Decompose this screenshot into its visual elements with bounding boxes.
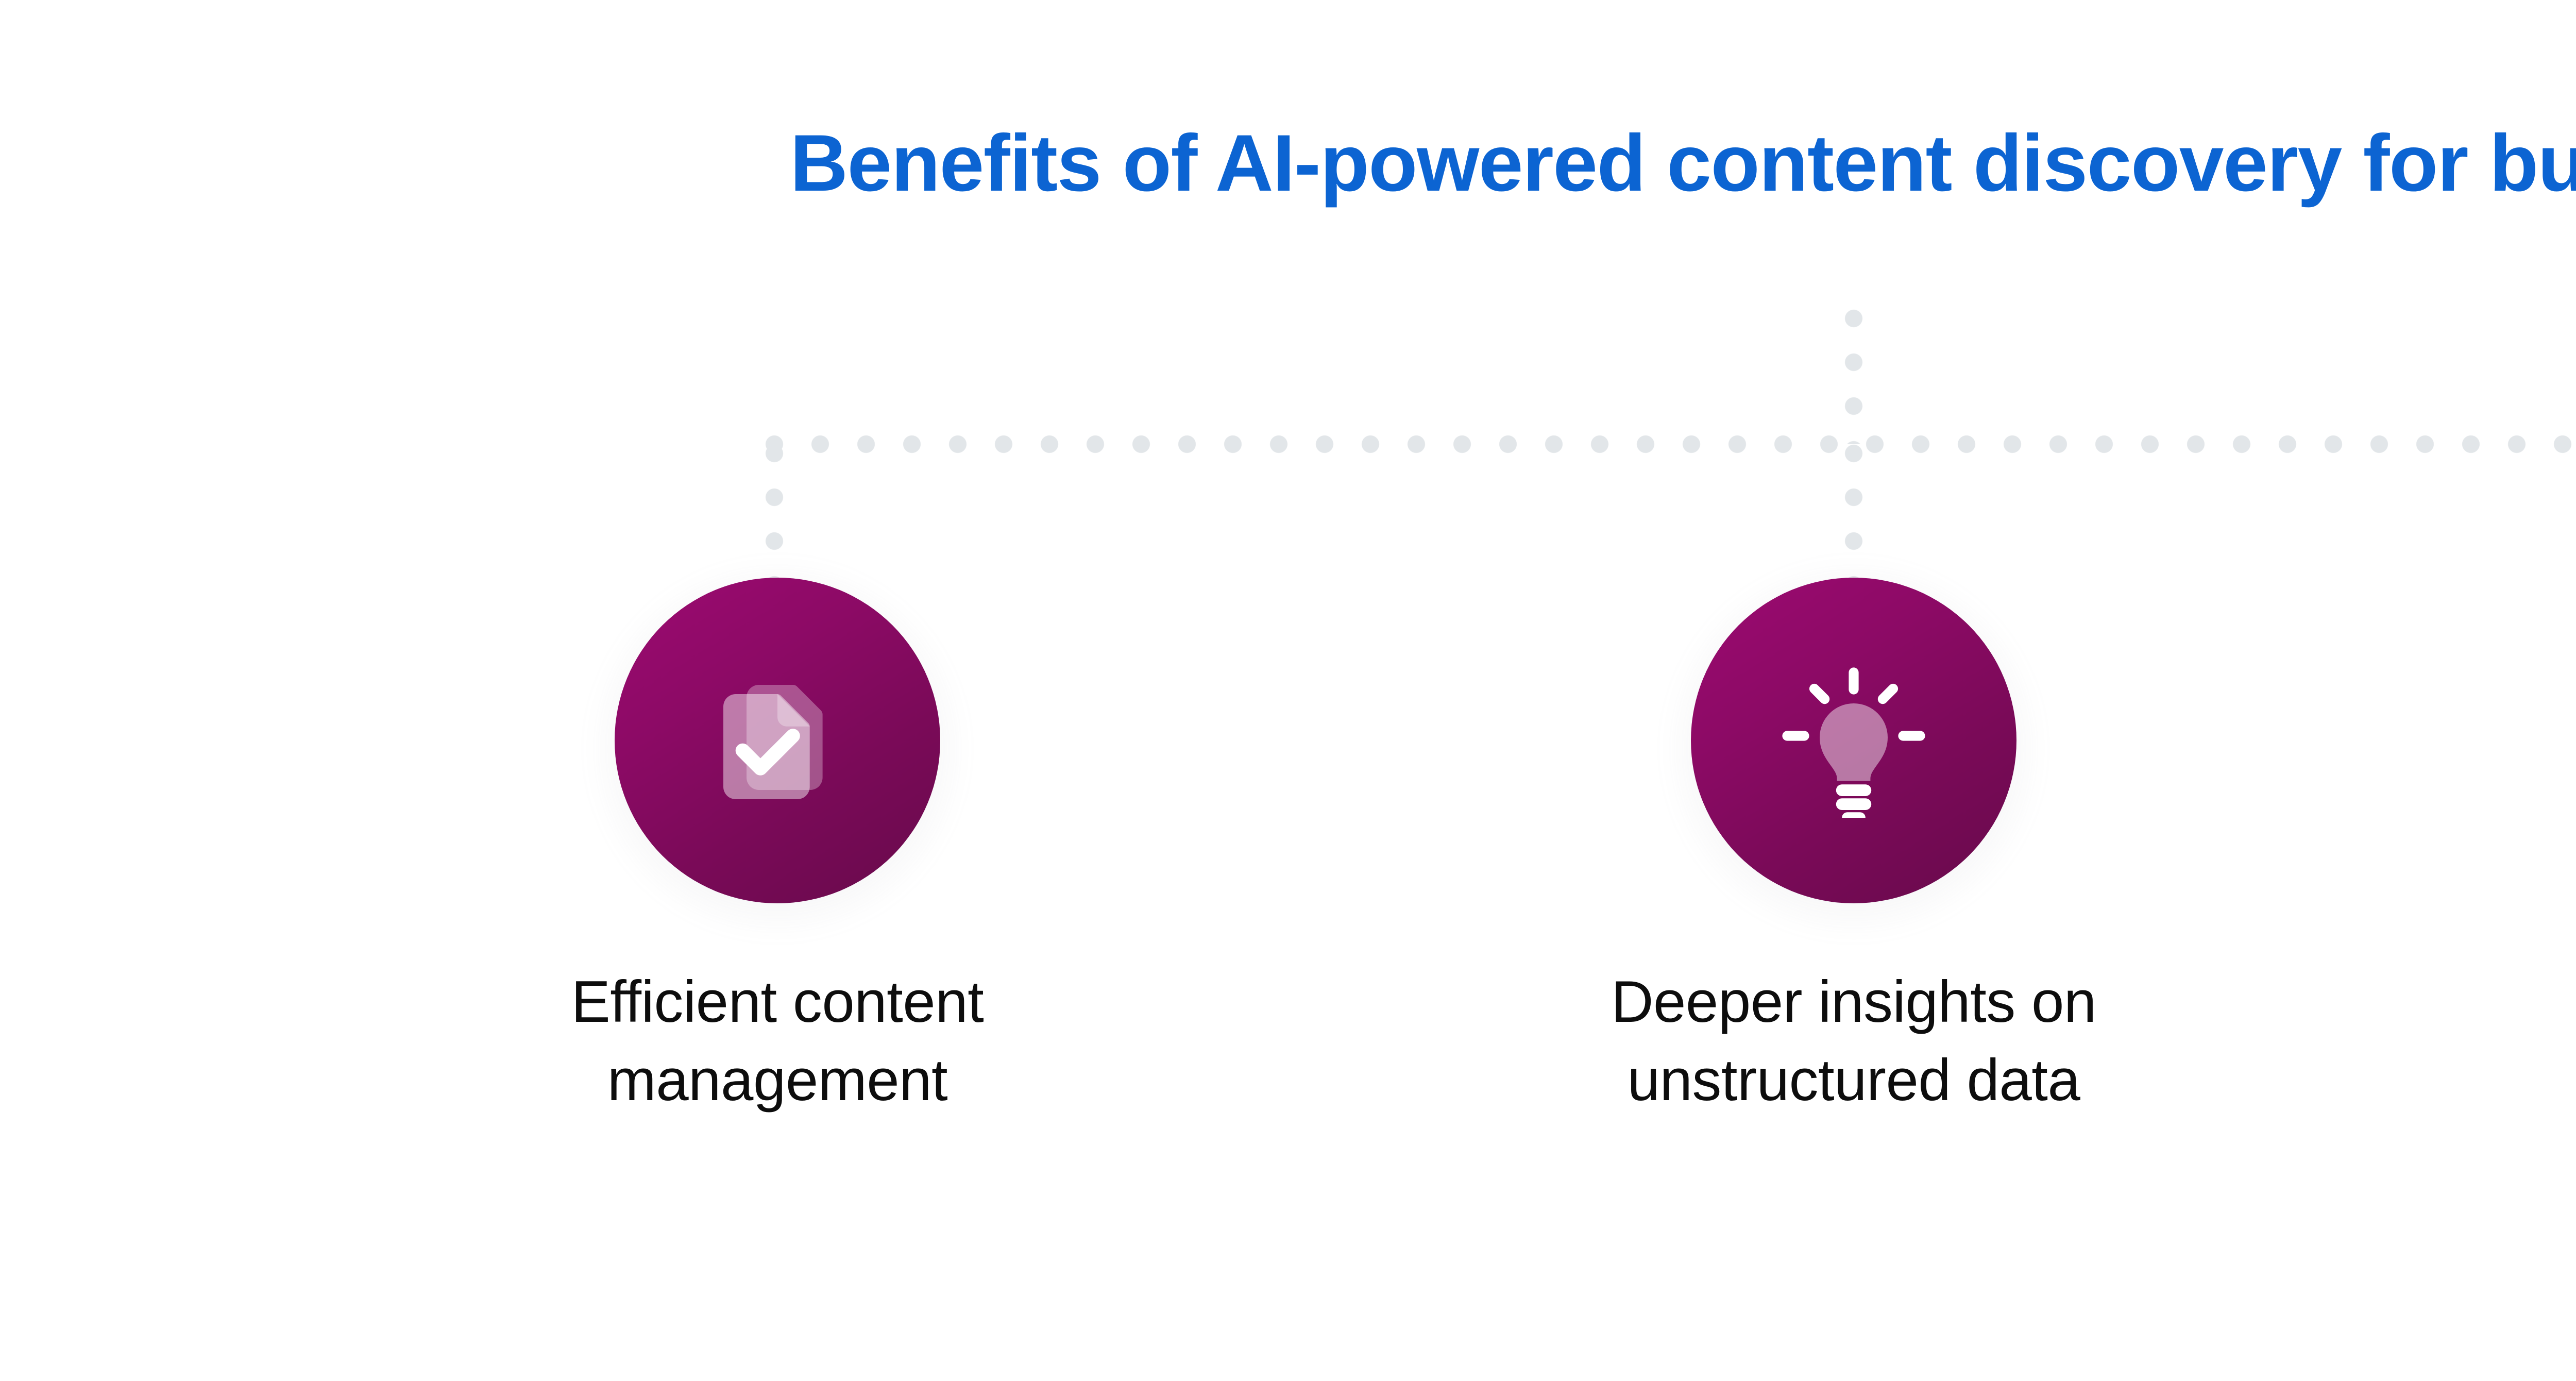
badge-circle	[1691, 578, 2016, 903]
benefit-label-line2: management	[607, 1047, 948, 1113]
benefit-item-3[interactable]: Personalized customer experience	[2450, 578, 2576, 1119]
connector-drop-center	[1844, 444, 1863, 579]
benefit-label-line2: customer experience	[2450, 1041, 2576, 1120]
connector-stem-top	[1844, 309, 1863, 444]
benefit-item-2[interactable]: Deeper insights on unstructured data	[1364, 562, 2343, 1119]
benefit-label-line1: Deeper insights on	[1611, 969, 2096, 1035]
connector-drop-left	[765, 444, 784, 579]
benefit-item-1[interactable]: Efficient content management	[288, 562, 1267, 1119]
benefit-label-line2: unstructured data	[1627, 1047, 2080, 1113]
page-title: Benefits of AI-powered content discovery…	[790, 119, 2576, 208]
lightbulb-idea-icon	[1782, 667, 1925, 818]
benefit-label-3: Personalized customer experience	[2450, 963, 2576, 1119]
benefit-icon-badge-2	[1667, 562, 2040, 935]
benefit-label-line1: Efficient content	[571, 969, 984, 1035]
connector-horizontal-bus	[765, 435, 2576, 453]
benefit-label-2: Deeper insights on unstructured data	[1364, 963, 2343, 1119]
benefit-icon-badge-1	[591, 562, 964, 935]
benefit-label-line1: Personalized	[2450, 963, 2576, 1041]
documents-check-icon	[723, 685, 823, 799]
badge-circle	[615, 578, 940, 903]
benefit-label-1: Efficient content management	[288, 963, 1267, 1119]
